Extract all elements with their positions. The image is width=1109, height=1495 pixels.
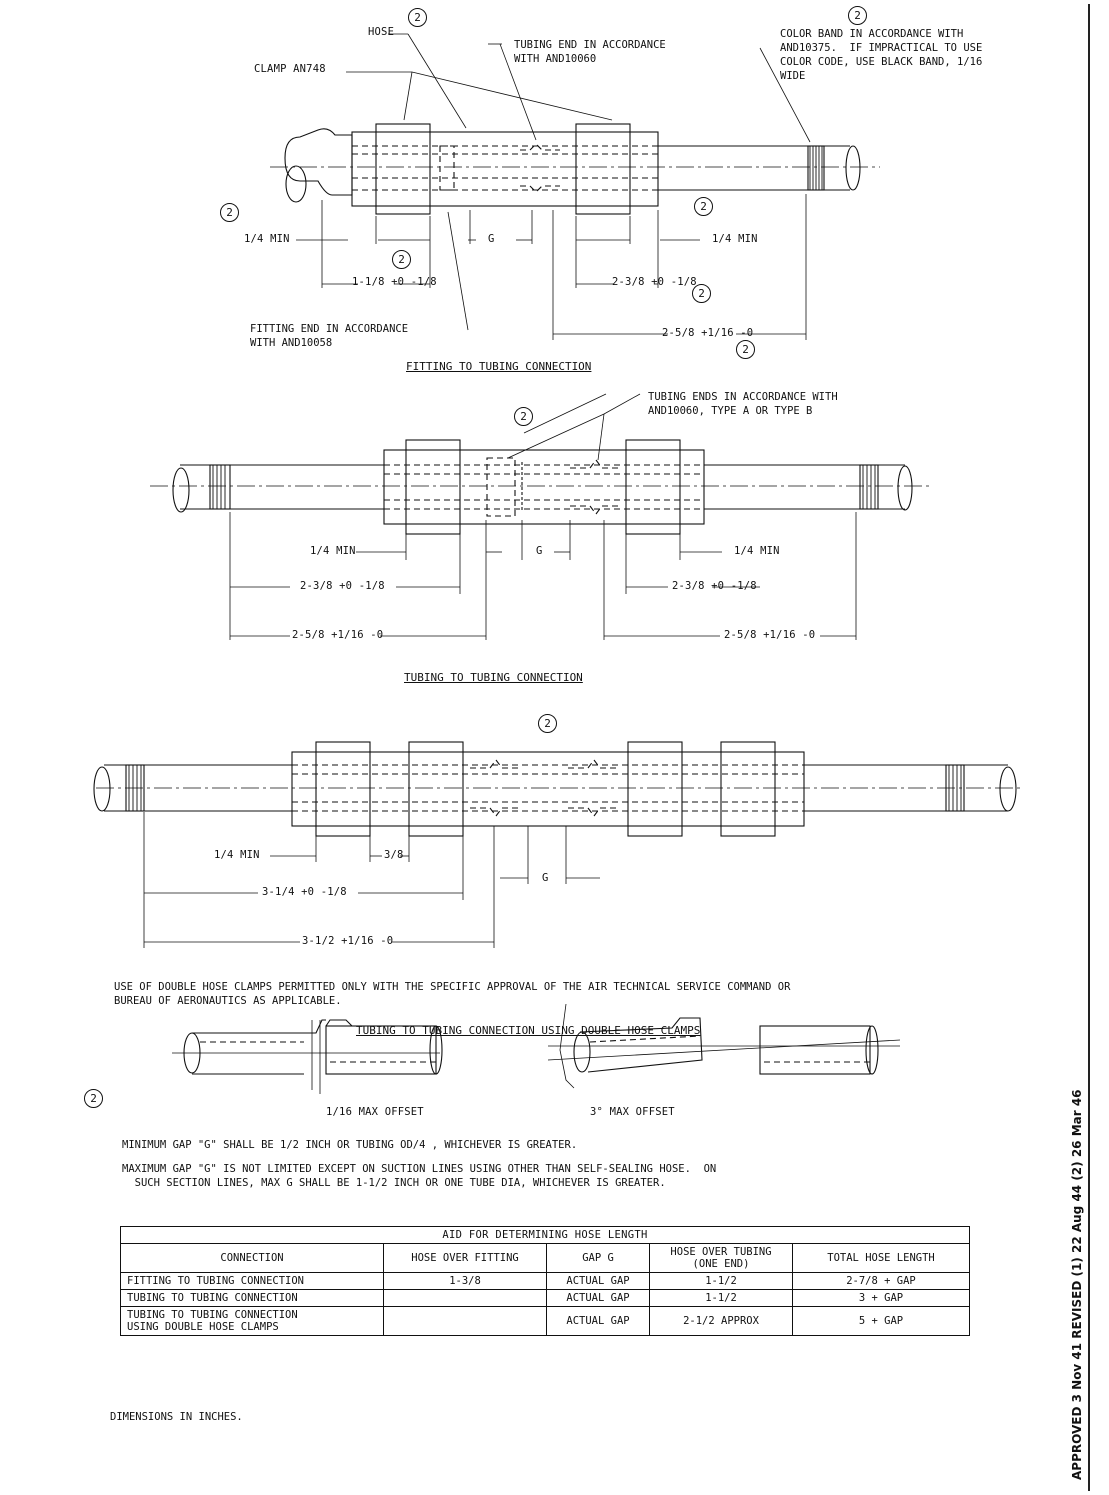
note-double-clamp-use: USE OF DOUBLE HOSE CLAMPS PERMITTED ONLY… (114, 981, 791, 1007)
table-cell: 1-3/8 (383, 1272, 547, 1290)
revision-mark: 2 (692, 284, 711, 303)
dim-quarter-min: 1/4 MIN (244, 233, 290, 245)
table-header: HOSE OVER FITTING (383, 1243, 547, 1273)
callout-color-band: COLOR BAND IN ACCORDANCE WITH AND10375. … (780, 28, 983, 82)
table-cell: ACTUAL GAP (546, 1289, 650, 1307)
table-header: CONNECTION (120, 1243, 384, 1273)
dim-gap: G (536, 545, 543, 557)
revision-mark: 2 (538, 714, 557, 733)
table-cell: 2-7/8 + GAP (792, 1272, 970, 1290)
revision-mark: 2 (392, 250, 411, 269)
dim-d3: 2-5/8 +1/16 -0 (292, 629, 384, 641)
revision-mark: 2 (514, 407, 533, 426)
offset-sketch-2 (547, 1003, 901, 1089)
table-row: TUBING TO TUBING CONNECTION ACTUAL GAP 1… (120, 1289, 970, 1307)
callout-clamp: CLAMP AN748 (254, 63, 326, 75)
title-double-clamps: TUBING TO TUBING CONNECTION USING DOUBLE… (356, 1024, 701, 1037)
dim-d4: 3-1/4 +0 -1/8 (262, 886, 347, 898)
title-fitting-to-tubing: FITTING TO TUBING CONNECTION (406, 360, 592, 373)
table-row: FITTING TO TUBING CONNECTION 1-3/8 ACTUA… (120, 1272, 970, 1290)
dim-quarter-min: 1/4 MIN (214, 849, 260, 861)
dim-d2: 2-3/8 +0 -1/8 (672, 580, 757, 592)
table-cell: TUBING TO TUBING CONNECTION USING DOUBLE… (120, 1306, 384, 1336)
callout-tubing-ends: TUBING ENDS IN ACCORDANCE WITH AND10060,… (648, 391, 838, 417)
dim-d2: 2-3/8 +0 -1/8 (300, 580, 385, 592)
table-header: TOTAL HOSE LENGTH (792, 1243, 970, 1273)
dim-d3: 2-5/8 +1/16 -0 (724, 629, 816, 641)
table-cell: 3 + GAP (792, 1289, 970, 1307)
table-caption: AID FOR DETERMINING HOSE LENGTH (120, 1226, 970, 1244)
table-cell (383, 1306, 547, 1336)
callout-fitting-end: FITTING END IN ACCORDANCE WITH AND10058 (250, 323, 409, 349)
revision-mark: 2 (694, 197, 713, 216)
fig1-assembly (270, 33, 880, 340)
fig2-assembly (150, 393, 930, 640)
callout-hose: HOSE (368, 26, 395, 38)
revision-mark: 2 (408, 8, 427, 27)
callout-tubing-end: TUBING END IN ACCORDANCE WITH AND10060 (514, 39, 666, 65)
table-cell: 1-1/2 (649, 1289, 793, 1307)
dim-gap: G (542, 872, 549, 884)
dim-three-eighths: 3/8 (384, 849, 404, 861)
table-cell: ACTUAL GAP (546, 1306, 650, 1336)
fig3-assembly (93, 741, 1020, 948)
dim-d1: 1-1/8 +0 -1/8 (352, 276, 437, 288)
table-header: HOSE OVER TUBING (ONE END) (649, 1243, 793, 1273)
table-cell: 2-1/2 APPROX (649, 1306, 793, 1336)
table-header: GAP G (546, 1243, 650, 1273)
note-max-gap: MAXIMUM GAP "G" IS NOT LIMITED EXCEPT ON… (122, 1163, 717, 1189)
dim-d2: 2-3/8 +0 -1/8 (612, 276, 697, 288)
revision-mark: 2 (848, 6, 867, 25)
table-row: TUBING TO TUBING CONNECTION USING DOUBLE… (120, 1306, 970, 1336)
dim-quarter-min: 1/4 MIN (712, 233, 758, 245)
sheet-right-border (1088, 4, 1090, 1491)
offset-1-label: 1/16 MAX OFFSET (326, 1106, 424, 1118)
table-cell: 5 + GAP (792, 1306, 970, 1336)
note-dimensions-in-inches: DIMENSIONS IN INCHES. (110, 1411, 243, 1423)
dim-d5: 3-1/2 +1/16 -0 (302, 935, 394, 947)
revision-mark: 2 (220, 203, 239, 222)
table-cell: ACTUAL GAP (546, 1272, 650, 1290)
revision-mark: 2 (84, 1089, 103, 1108)
dim-quarter-min: 1/4 MIN (734, 545, 780, 557)
table-header-row: CONNECTION HOSE OVER FITTING GAP G HOSE … (120, 1243, 970, 1273)
dim-d3: 2-5/8 +1/16 -0 (662, 327, 754, 339)
title-tubing-to-tubing: TUBING TO TUBING CONNECTION (404, 671, 583, 684)
approval-stamp: APPROVED 3 Nov 41 REVISED (1) 22 Aug 44 … (1070, 1089, 1084, 1480)
hose-length-table: AID FOR DETERMINING HOSE LENGTH CONNECTI… (120, 1226, 970, 1336)
table-cell (383, 1289, 547, 1307)
table-cell: TUBING TO TUBING CONNECTION (120, 1289, 384, 1307)
dim-gap: G (488, 233, 495, 245)
revision-mark: 2 (736, 340, 755, 359)
offset-sketch-1 (172, 1019, 443, 1094)
table-cell: FITTING TO TUBING CONNECTION (120, 1272, 384, 1290)
dim-quarter-min: 1/4 MIN (310, 545, 356, 557)
offset-2-label: 3° MAX OFFSET (590, 1106, 675, 1118)
note-min-gap: MINIMUM GAP "G" SHALL BE 1/2 INCH OR TUB… (122, 1139, 578, 1151)
table-cell: 1-1/2 (649, 1272, 793, 1290)
